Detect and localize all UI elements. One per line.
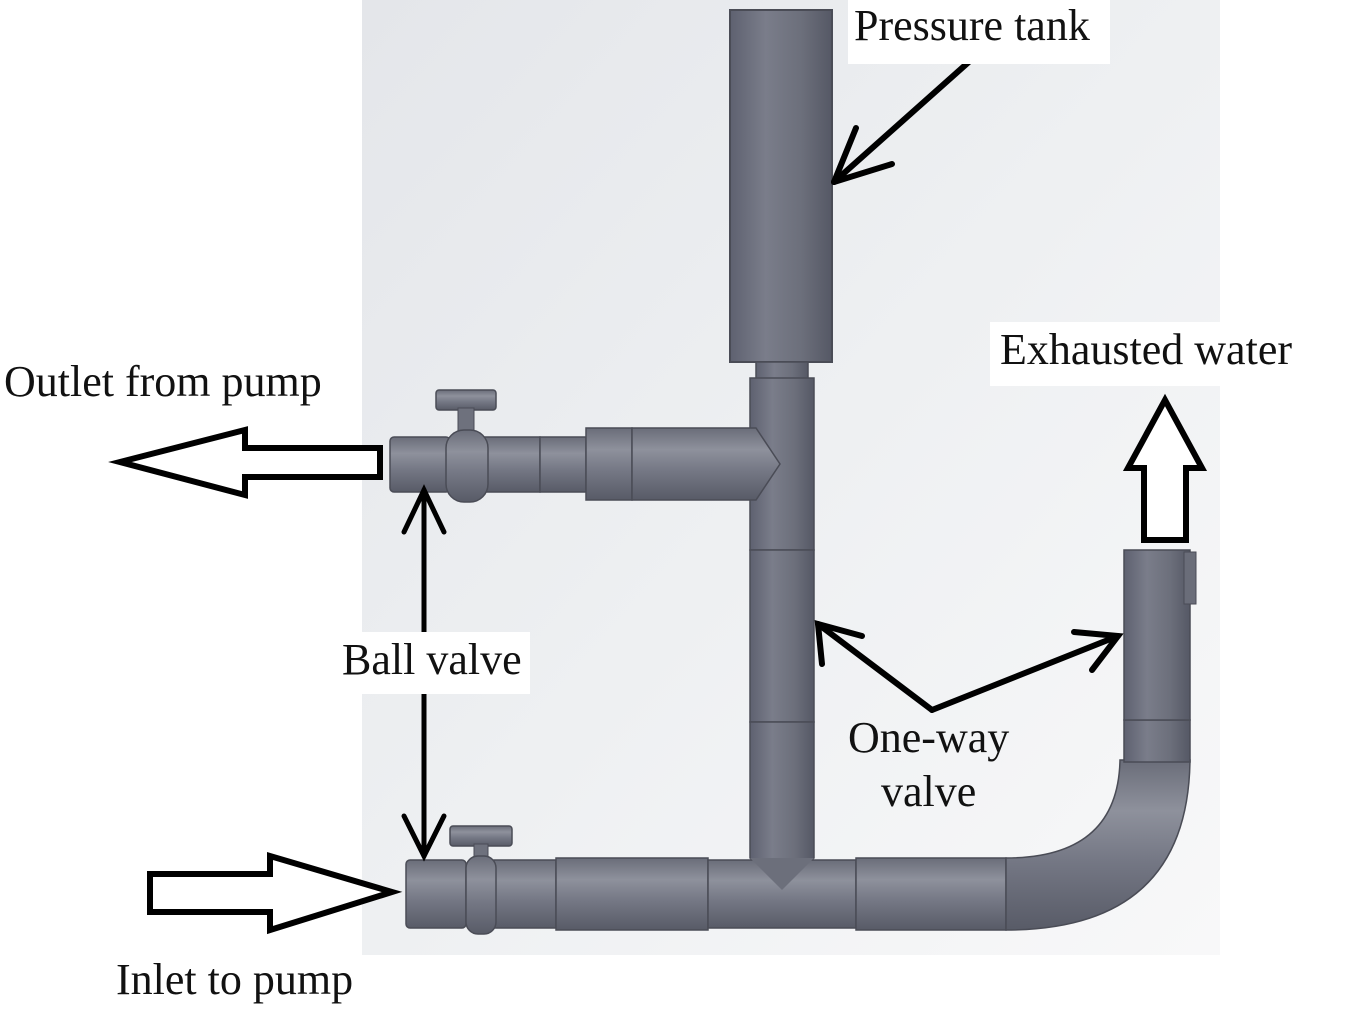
inlet-flow-arrow-icon [147,851,403,935]
outlet-flow-arrow-icon [108,426,383,499]
ball-valve-label: Ball valve [334,632,530,695]
one-way-valve-pointer-arrows [814,619,1124,713]
outlet-from-pump-label: Outlet from pump [0,354,334,419]
inlet-pipe [405,857,1007,931]
ball-valve-lower [449,825,513,935]
ball-valve-upper [435,389,497,503]
one-way-valve-label-line2: valve [880,767,977,817]
outlet-pipe [389,427,781,501]
pressure-tank-label: Pressure tank [848,0,1110,65]
exhaust-flow-arrow-icon [1122,393,1208,543]
one-way-valve-label-line1: One-way [848,713,1010,762]
vertical-pipe [749,361,815,892]
one-way-valve-label: One-way valve [842,713,1015,817]
exhausted-water-label: Exhausted water [990,322,1298,387]
pressure-tank-pointer-arrow [831,49,983,185]
pressure-tank [729,9,833,363]
exhaust-elbow [1005,549,1197,931]
inlet-to-pump-label: Inlet to pump [108,952,362,1009]
